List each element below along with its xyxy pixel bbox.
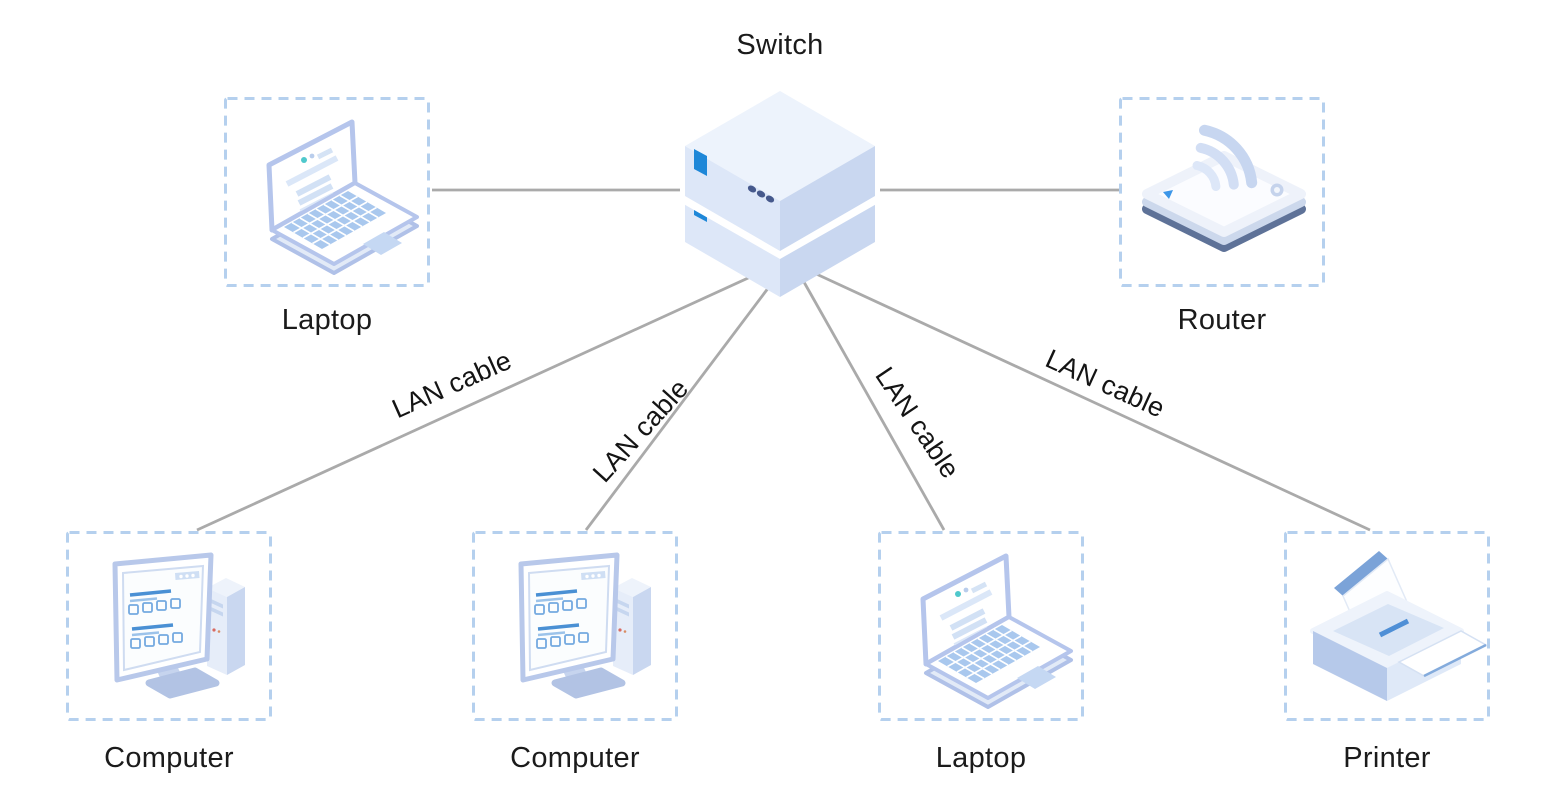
dashed-box-border [224,97,430,287]
node-label-laptop-bottom: Laptop [935,742,1027,774]
dashed-box-border [1119,97,1325,287]
node-router [1119,97,1325,287]
switch-icon [680,86,880,297]
node-printer [1284,531,1490,721]
dashed-box-border [1284,531,1490,721]
node-label-laptop-top: Laptop [281,304,373,336]
node-computer-left [66,531,272,721]
node-label-computer-left: Computer [104,742,234,774]
edge-line-switch-computer-mid [584,274,780,531]
node-label-computer-mid: Computer [510,742,640,774]
node-switch [680,86,880,308]
node-laptop-top [224,97,430,287]
dashed-box-border [472,531,678,721]
node-label-router: Router [1177,304,1267,336]
edge-line-switch-laptop-bottom [798,274,946,531]
laptop-icon [878,531,1084,721]
node-label-printer: Printer [1343,742,1431,774]
desktop-computer-icon [472,531,678,721]
router-icon [1119,97,1325,287]
node-label-switch: Switch [736,29,824,61]
dashed-box-border [66,531,272,721]
edge-line-switch-computer-left [196,266,771,532]
laptop-icon [224,97,430,287]
dashed-box-border [878,531,1084,721]
node-laptop-bottom [878,531,1084,721]
printer-icon [1284,531,1490,721]
desktop-computer-icon [66,531,272,721]
node-computer-mid [472,531,678,721]
edge-line-switch-printer [811,270,1371,532]
